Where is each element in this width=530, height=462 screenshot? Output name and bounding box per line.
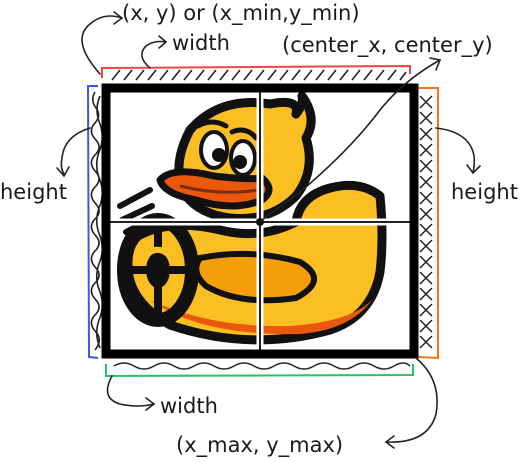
bounding-box-frame <box>101 83 419 359</box>
corner-max-arrow <box>385 357 438 443</box>
label-bottom-width: width <box>160 394 218 418</box>
left-edge-scribble <box>90 91 104 351</box>
center-arrow <box>261 59 441 221</box>
top-edge-line <box>101 64 411 78</box>
label-right-height: height <box>451 180 518 204</box>
label-top-width: width <box>172 31 230 55</box>
corner-arrow <box>81 15 123 75</box>
left-edge-line <box>86 85 99 359</box>
left-height-arrow <box>60 127 91 175</box>
rubber-duck-icon <box>110 91 412 350</box>
bottom-edge-scribble <box>113 362 411 370</box>
right-edge-line <box>417 87 439 360</box>
bottom-edge-line <box>105 364 414 378</box>
right-height-arrow <box>435 127 476 173</box>
bottom-width-arrow <box>106 375 155 407</box>
label-bottom-right-corner: (x_max, y_max) <box>176 433 343 458</box>
label-center: (center_x, center_y) <box>282 33 493 58</box>
steering-wheel-icon <box>117 213 199 327</box>
top-edge-hatching <box>111 69 407 81</box>
right-edge-crosses <box>419 95 433 349</box>
label-left-height: height <box>0 180 67 204</box>
label-top-left-corner: (x, y) or (x_min,y_min) <box>122 1 360 26</box>
top-width-arrow <box>141 40 167 69</box>
